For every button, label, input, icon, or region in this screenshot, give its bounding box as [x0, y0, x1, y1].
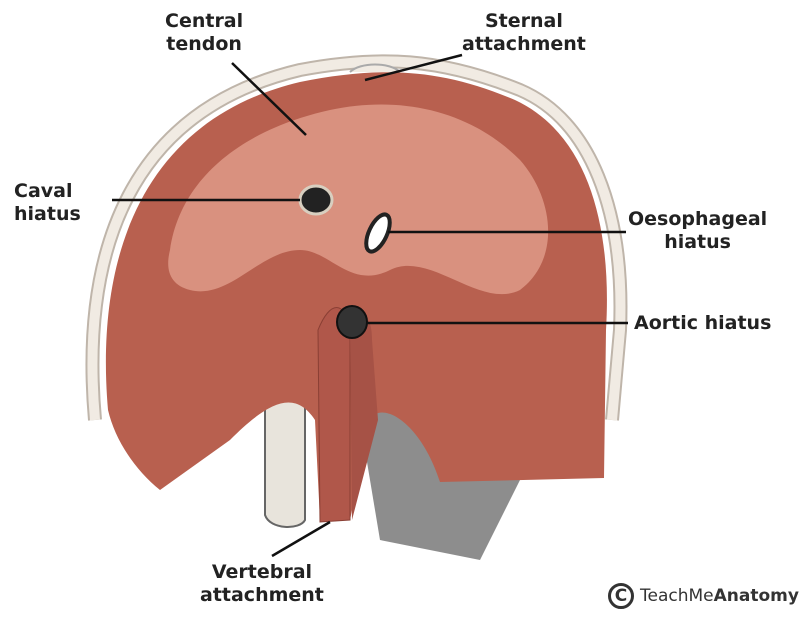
label-line: Vertebral: [211, 561, 313, 583]
label-aortic-hiatus: Aortic hiatus: [634, 312, 772, 334]
leader-sternal-attachment: [364, 53, 463, 82]
label-line: Sternal: [485, 10, 563, 32]
label-line: tendon: [166, 33, 242, 55]
label-line: Caval: [14, 180, 73, 202]
logo-text-light: TeachMe: [640, 586, 714, 606]
label-line: hiatus: [14, 203, 81, 225]
label-line: attachment: [462, 33, 586, 55]
xiphoid: [349, 63, 401, 73]
label-sternal-attachment: Sternal attachment: [462, 10, 586, 56]
aortic-hiatus: [336, 305, 368, 339]
oesophageal-hiatus: [364, 212, 392, 254]
label-vertebral-attachment: Vertebral attachment: [200, 561, 324, 607]
leader-central-tendon: [231, 62, 307, 136]
copyright-icon: C: [608, 583, 634, 609]
logo-text: TeachMeAnatomy: [640, 586, 799, 606]
label-line: hiatus: [664, 231, 731, 253]
teachmeanatomy-logo: C TeachMeAnatomy info: [608, 583, 800, 609]
logo-text-bold: Anatomy: [713, 586, 799, 606]
leader-lines: [112, 53, 628, 558]
caval-hiatus: [298, 184, 334, 216]
label-caval-hiatus: Caval hiatus: [14, 180, 81, 226]
label-central-tendon: Central tendon: [165, 10, 243, 56]
central-tendon: [168, 104, 549, 295]
right-crus: [317, 307, 351, 523]
label-line: Central: [165, 10, 244, 32]
label-line: attachment: [200, 584, 324, 606]
label-line: Oesophageal: [628, 208, 768, 230]
label-oesophageal-hiatus: Oesophageal hiatus: [628, 208, 767, 254]
leader-vertebral-attachment: [271, 520, 331, 558]
left-crus: [350, 316, 378, 520]
